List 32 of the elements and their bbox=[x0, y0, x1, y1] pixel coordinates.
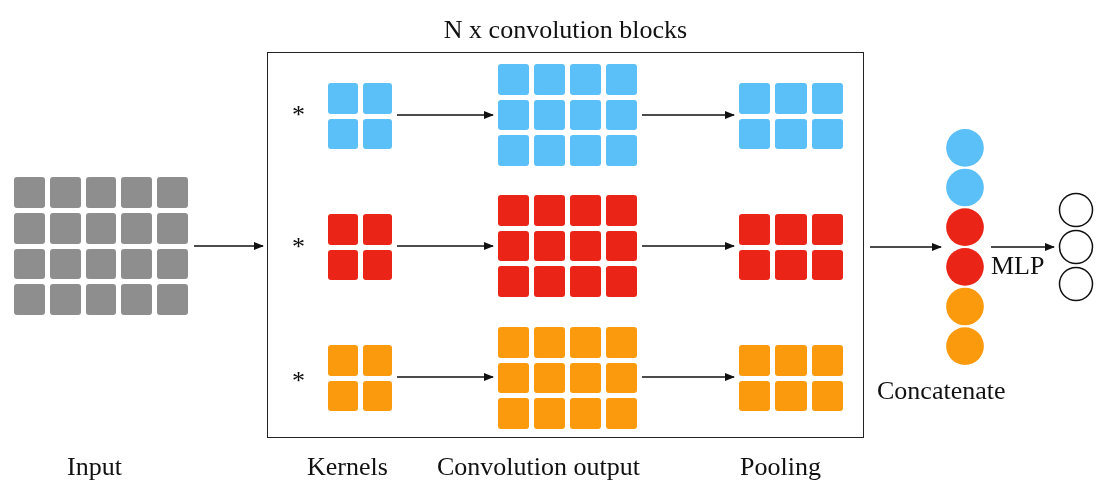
output-neuron bbox=[1058, 192, 1094, 228]
arrow bbox=[641, 111, 735, 119]
column-caption: Pooling bbox=[740, 452, 821, 482]
pixel-grid bbox=[498, 327, 637, 429]
arrow bbox=[641, 242, 735, 250]
arrow bbox=[193, 242, 264, 250]
pixel-grid bbox=[739, 83, 843, 149]
arrow bbox=[396, 373, 494, 381]
node-caption: Concatenate bbox=[877, 376, 1006, 406]
block-title: N x convolution blocks bbox=[442, 15, 689, 45]
pixel-grid bbox=[14, 177, 188, 315]
column-caption: Convolution output bbox=[437, 452, 640, 482]
arrow bbox=[396, 111, 494, 119]
pixel-grid bbox=[498, 64, 637, 166]
pixel-grid bbox=[739, 214, 843, 280]
output-neuron bbox=[1058, 229, 1094, 265]
pixel-grid bbox=[498, 195, 637, 297]
pixel-grid bbox=[328, 345, 392, 411]
column-caption: Kernels bbox=[307, 452, 388, 482]
operator-symbol: * bbox=[292, 366, 305, 396]
arrow bbox=[869, 243, 942, 251]
operator-symbol: * bbox=[292, 100, 305, 130]
column-caption: Input bbox=[67, 452, 122, 482]
output-neuron bbox=[1058, 266, 1094, 302]
pixel-grid bbox=[328, 83, 392, 149]
arrow bbox=[396, 242, 494, 250]
arrow bbox=[641, 373, 735, 381]
pixel-grid bbox=[739, 345, 843, 411]
arrow bbox=[990, 243, 1055, 251]
operator-symbol: * bbox=[292, 232, 305, 262]
pixel-grid bbox=[328, 214, 392, 280]
feature-vector bbox=[945, 128, 985, 366]
